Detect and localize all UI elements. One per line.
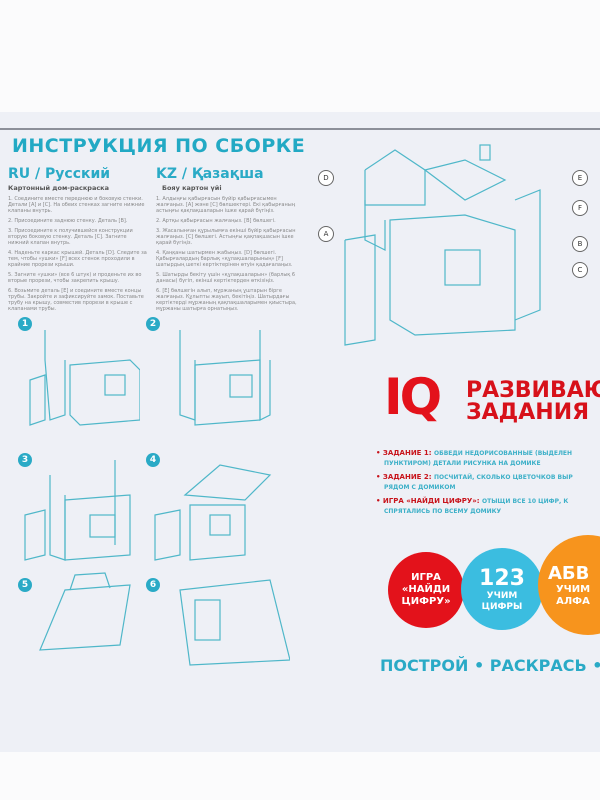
part-label-f: F xyxy=(572,200,588,216)
ru-step: 5. Загните «ушки» (все 6 штук) и продень… xyxy=(8,272,142,284)
badge-text: УЧИМ ЦИФРЫ xyxy=(481,590,523,612)
part-label-d: D xyxy=(318,170,334,186)
ru-heading: RU / Русский xyxy=(8,166,111,182)
ru-step: 6. Возьмите деталь [E] и соедините вмест… xyxy=(8,288,144,312)
ru-step: 2. Присоедините заднюю стенку. Деталь [B… xyxy=(8,218,128,224)
instruction-sheet xyxy=(0,112,600,752)
step-2-drawing xyxy=(150,320,290,434)
task-3: • ИГРА «НАЙДИ ЦИФРУ»: ОТЫЩИ ВСЕ 10 ЦИФР,… xyxy=(376,497,569,515)
page-title: ИНСТРУКЦИЯ ПО СБОРКЕ xyxy=(12,135,306,157)
part-label-c: C xyxy=(572,262,588,278)
badge-text: ИГРА «НАЙДИ ЦИФРУ» xyxy=(401,572,451,607)
task-label: ЗАДАНИЕ 1: xyxy=(382,449,432,457)
digits-icon: 123 xyxy=(479,565,525,591)
step-number: 2 xyxy=(146,317,160,331)
house-diagram xyxy=(325,140,575,364)
task-text: ПУНКТИРОМ) ДЕТАЛИ РИСУНКА НА ДОМИКЕ xyxy=(384,460,541,467)
kz-subtitle: Бояу картон үйі xyxy=(162,184,222,192)
task-label: ИГРА «НАЙДИ ЦИФРУ»: xyxy=(382,497,480,505)
step-4-drawing xyxy=(150,455,290,569)
task-text: СПРЯТАЛИСЬ ПО ВСЕМУ ДОМИКУ xyxy=(384,508,502,515)
kz-step: 6. [E] бөлшегін алып, мұржаның ұштарын б… xyxy=(156,288,297,312)
divider xyxy=(0,128,600,130)
ru-step: 3. Присоедините к получившейся конструкц… xyxy=(8,228,133,246)
step-1-drawing xyxy=(20,320,141,434)
part-label-a: A xyxy=(318,226,334,242)
badge-find-digit: ИГРА «НАЙДИ ЦИФРУ» xyxy=(388,552,464,628)
iq-title-line1: РАЗВИВАЮЩ xyxy=(466,378,600,403)
ru-steps: 1. Соедините вместе переднюю и боковую с… xyxy=(8,196,148,316)
step-number: 1 xyxy=(18,317,32,331)
step-3-drawing xyxy=(20,455,140,569)
step-number: 6 xyxy=(146,578,160,592)
letter-blocks-icon: АБВ xyxy=(548,562,590,584)
kz-step: 2. Артқы қабырғасын жалғаңыз. [B] бөлшег… xyxy=(156,218,276,224)
badge-text: УЧИМ АЛФА xyxy=(555,583,591,607)
task-label: ЗАДАНИЕ 2: xyxy=(382,473,432,481)
kz-step: 3. Жасалынған құрылымға екінші бүйір қаб… xyxy=(156,228,296,246)
kz-heading: KZ / Қазақша xyxy=(156,166,264,182)
step-5-drawing xyxy=(20,570,140,664)
task-text: ОТЫЩИ ВСЕ 10 ЦИФР, К xyxy=(482,498,569,505)
task-2: • ЗАДАНИЕ 2: ПОСЧИТАЙ, СКОЛЬКО ЦВЕТОЧКОВ… xyxy=(376,473,573,491)
task-1: • ЗАДАНИЕ 1: ОБВЕДИ НЕДОРИСОВАННЫЕ (ВЫДЕ… xyxy=(376,449,573,467)
ru-step: 4. Наденьте каркас крышей. Деталь [D]. С… xyxy=(8,250,147,268)
part-label-e: E xyxy=(572,170,588,186)
task-text: РЯДОМ С ДОМИКОМ xyxy=(384,484,456,491)
step-number: 4 xyxy=(146,453,160,467)
kz-step: 1. Алдыңғы қабырғасын бүйір қабырғасымен… xyxy=(156,196,295,214)
kz-steps: 1. Алдыңғы қабырғасын бүйір қабырғасымен… xyxy=(156,196,301,316)
ru-step: 1. Соедините вместе переднюю и боковую с… xyxy=(8,196,145,214)
ru-subtitle: Картонный дом-раскраска xyxy=(8,184,109,192)
part-label-b: B xyxy=(572,236,588,252)
iq-logo: IQ xyxy=(384,368,442,426)
task-text: ОБВЕДИ НЕДОРИСОВАННЫЕ (ВЫДЕЛЕН xyxy=(434,450,573,457)
step-number: 3 xyxy=(18,453,32,467)
kz-step: 5. Шатырды бекіту үшін «құлақшаларын» (б… xyxy=(156,272,296,284)
kz-step: 4. Қаңқаны шатырмен жабыңыз. [D] бөлшегі… xyxy=(156,250,293,268)
iq-title-line2: ЗАДАНИЯ xyxy=(466,400,590,425)
step-6-drawing xyxy=(150,570,291,674)
slogan: ПОСТРОЙ • РАСКРАСЬ • УЧИ xyxy=(380,656,600,675)
step-number: 5 xyxy=(18,578,32,592)
task-text: ПОСЧИТАЙ, СКОЛЬКО ЦВЕТОЧКОВ ВЫР xyxy=(434,474,573,481)
